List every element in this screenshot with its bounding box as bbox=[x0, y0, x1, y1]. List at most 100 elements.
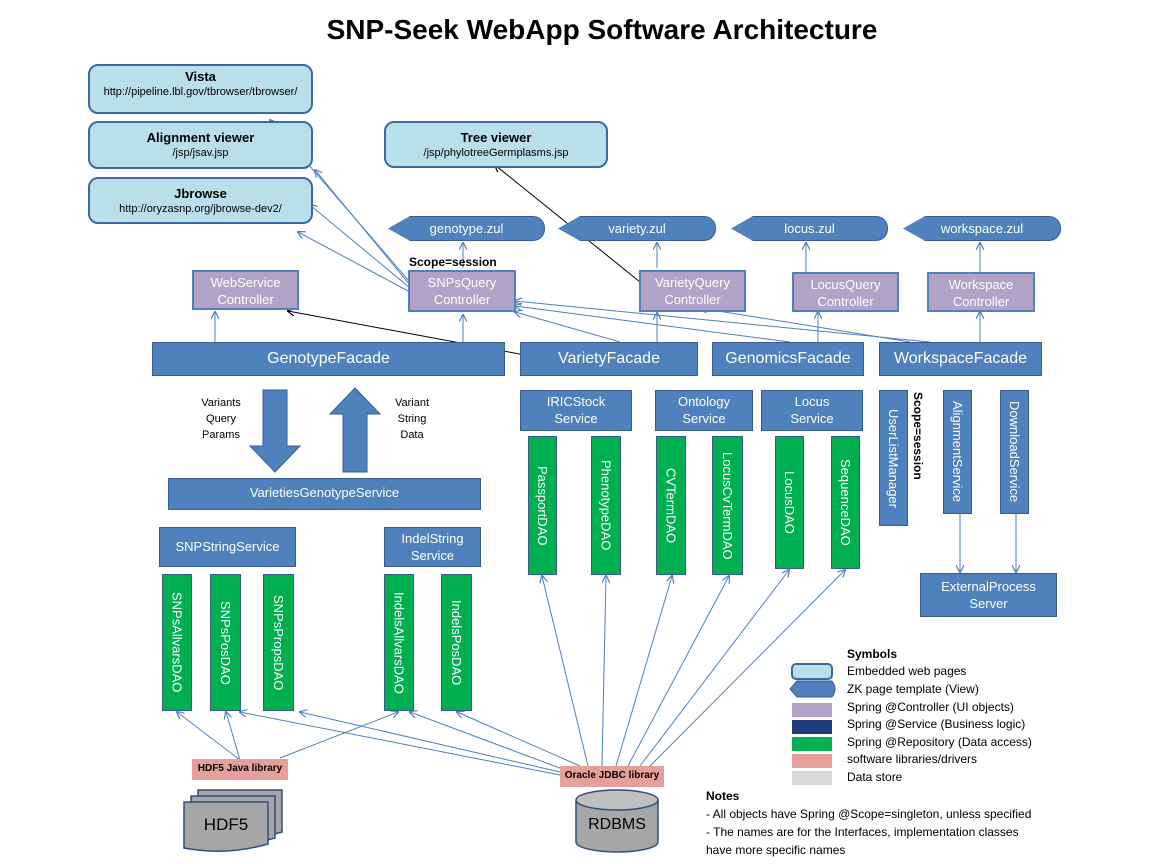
legend-item-datastore: Data store bbox=[847, 770, 903, 784]
locusquery-controller[interactable]: LocusQuery Controller bbox=[792, 272, 899, 312]
web-page-url: /jsp/phylotreeGermplasms.jsp bbox=[423, 147, 569, 159]
connector-oracle-phenotype bbox=[601, 576, 606, 767]
legend-item-embedded: Embedded web pages bbox=[847, 664, 967, 678]
snps-pos-dao[interactable]: SNPsPosDAO bbox=[210, 574, 241, 711]
legend-swatches bbox=[789, 663, 836, 785]
locus-service[interactable]: Locus Service bbox=[761, 390, 863, 431]
down-arrow-icon bbox=[248, 389, 302, 473]
web-page-title: Tree viewer bbox=[460, 130, 532, 145]
passport-dao[interactable]: PassportDAO bbox=[528, 436, 557, 575]
alignment-service[interactable]: AlignmentService bbox=[943, 390, 972, 514]
indels-pos-dao[interactable]: IndelsPosDAO bbox=[441, 574, 472, 711]
connector-snps-alignment bbox=[315, 170, 411, 286]
hdf5-store-label: HDF5 bbox=[203, 815, 249, 834]
variety-facade[interactable]: VarietyFacade bbox=[520, 342, 698, 376]
web-page-jbrowse[interactable]: Jbrowse http://oryzasnp.org/jbrowse-dev2… bbox=[88, 177, 313, 224]
genotype-facade[interactable]: GenotypeFacade bbox=[152, 342, 505, 376]
cvterm-dao[interactable]: CVTermDAO bbox=[656, 436, 686, 575]
up-arrow-icon bbox=[328, 387, 382, 473]
legend-title: Symbols bbox=[847, 647, 898, 661]
workspace-facade[interactable]: WorkspaceFacade bbox=[879, 342, 1042, 376]
zul-workspace[interactable]: workspace.zul bbox=[903, 216, 1061, 241]
indel-string-service[interactable]: IndelString Service bbox=[384, 527, 481, 567]
connector-oracle-locus bbox=[639, 570, 789, 767]
web-page-vista[interactable]: Vista http://pipeline.lbl.gov/tbrowser/t… bbox=[88, 64, 313, 114]
connector-workspace-snps bbox=[515, 301, 931, 343]
notes-line: - The names are for the Interfaces, impl… bbox=[706, 825, 1019, 839]
arrow-label-string-data: Variant String Data bbox=[394, 397, 430, 441]
genomics-facade[interactable]: GenomicsFacade bbox=[712, 342, 864, 376]
web-page-title: Vista bbox=[185, 69, 216, 84]
download-service[interactable]: DownloadService bbox=[1000, 390, 1029, 514]
web-page-title: Jbrowse bbox=[174, 186, 227, 201]
web-page-url: http://pipeline.lbl.gov/tbrowser/tbrowse… bbox=[103, 86, 298, 98]
notes-line: - All objects have Spring @Scope=singlet… bbox=[706, 807, 1032, 821]
sequence-dao[interactable]: SequenceDAO bbox=[831, 436, 860, 569]
notes: Notes - All objects have Spring @Scope=s… bbox=[706, 787, 1031, 859]
connector-hdf5-snpspos bbox=[226, 712, 241, 761]
legend-swatch-controller bbox=[792, 703, 832, 717]
ontology-service[interactable]: Ontology Service bbox=[655, 390, 753, 431]
web-page-tree-viewer[interactable]: Tree viewer /jsp/phylotreeGermplasms.jsp bbox=[384, 121, 608, 168]
locus-cvterm-dao[interactable]: LocusCvTermDAO bbox=[712, 436, 743, 575]
user-list-manager[interactable]: UserListManager bbox=[879, 390, 908, 526]
iricstock-service[interactable]: IRICStock Service bbox=[520, 390, 632, 431]
connector-workspace-varietyctrl bbox=[700, 308, 911, 343]
connector-oracle-cvterm bbox=[615, 576, 672, 767]
varieties-genotype-service[interactable]: VarietiesGenotypeService bbox=[168, 478, 481, 510]
connector-hdf5-snpsallvars bbox=[177, 712, 241, 761]
notes-title: Notes bbox=[706, 789, 740, 803]
legend-item-controller: Spring @Controller (UI objects) bbox=[847, 700, 1014, 714]
scope-session-vertical-label: Scope=session bbox=[911, 392, 925, 480]
connector-oracle-snpsprops bbox=[300, 712, 561, 773]
locus-dao[interactable]: LocusDAO bbox=[775, 436, 804, 569]
legend-swatch-zul bbox=[789, 680, 836, 698]
rdbms-store-label: RDBMS bbox=[588, 816, 646, 833]
connector-snps-jbrowse2 bbox=[298, 232, 411, 293]
legend-swatch-datastore bbox=[792, 771, 832, 785]
indels-allvars-dao[interactable]: IndelsAllvarsDAO bbox=[384, 574, 414, 711]
web-page-alignment-viewer[interactable]: Alignment viewer /jsp/jsav.jsp bbox=[88, 121, 313, 169]
legend-swatch-repository bbox=[792, 737, 832, 751]
connector-oracle-snpspos bbox=[240, 712, 561, 776]
legend-item-repository: Spring @Repository (Data access) bbox=[847, 735, 1032, 749]
rdbms-store-icon bbox=[575, 789, 659, 853]
legend-swatch-service bbox=[792, 720, 832, 734]
zul-locus[interactable]: locus.zul bbox=[731, 216, 888, 241]
connector-hdf5-indelsallvars bbox=[279, 712, 398, 759]
page-title: SNP-Seek WebApp Software Architecture bbox=[326, 14, 878, 45]
notes-line: have more specific names bbox=[706, 843, 846, 857]
snp-string-service[interactable]: SNPStringService bbox=[159, 527, 296, 567]
snpsquery-controller[interactable]: SNPsQuery Controller bbox=[408, 270, 516, 312]
web-page-url: /jsp/jsav.jsp bbox=[172, 147, 229, 159]
web-page-title: Alignment viewer bbox=[146, 130, 255, 145]
hdf5-store-icon bbox=[183, 789, 283, 852]
workspace-controller[interactable]: Workspace Controller bbox=[927, 272, 1035, 312]
legend-swatch-embedded bbox=[791, 663, 833, 680]
zul-variety[interactable]: variety.zul bbox=[558, 216, 716, 241]
external-process-server[interactable]: ExternalProcess Server bbox=[920, 573, 1057, 617]
connector-oracle-indelsallvars bbox=[410, 712, 566, 771]
snps-props-dao[interactable]: SNPsPropsDAO bbox=[263, 574, 294, 711]
connector-oracle-indelspos bbox=[457, 712, 581, 767]
connector-oracle-sequence bbox=[649, 570, 845, 767]
connector-oracle-locuscvterm bbox=[627, 576, 729, 767]
arrow-label-query-params: Variants Query Params bbox=[201, 397, 241, 441]
snps-allvars-dao[interactable]: SNPsAllvarsDAO bbox=[162, 574, 192, 711]
connector-oracle-passport bbox=[542, 576, 589, 767]
connector-genomics-snps bbox=[515, 306, 791, 343]
legend-swatch-library bbox=[792, 754, 832, 768]
zul-genotype[interactable]: genotype.zul bbox=[388, 216, 545, 241]
oracle-jdbc-library: Oracle JDBC library bbox=[560, 766, 664, 787]
varietyquery-controller[interactable]: VarietyQuery Controller bbox=[639, 270, 746, 312]
webservice-controller[interactable]: WebService Controller bbox=[192, 270, 299, 310]
web-page-url: http://oryzasnp.org/jbrowse-dev2/ bbox=[119, 203, 282, 215]
connector-snps-jbrowse bbox=[310, 205, 411, 289]
legend-item-service: Spring @Service (Business logic) bbox=[847, 717, 1026, 731]
phenotype-dao[interactable]: PhenotypeDAO bbox=[591, 436, 621, 575]
legend-item-library: software libraries/drivers bbox=[847, 752, 978, 766]
hdf5-java-library: HDF5 Java library bbox=[192, 759, 288, 780]
legend-item-zul: ZK page template (View) bbox=[847, 682, 979, 696]
